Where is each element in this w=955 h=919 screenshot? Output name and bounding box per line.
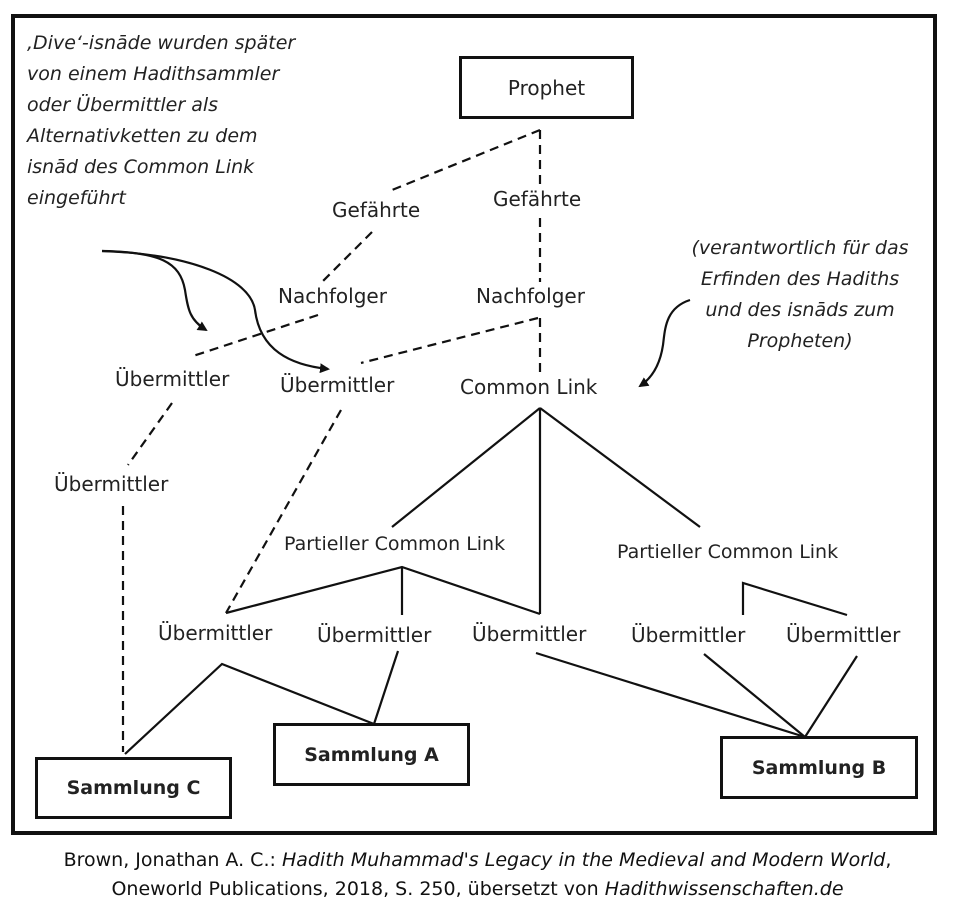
caption-book-title: Hadith Muhammad's Legacy in the Medieval…: [281, 849, 886, 871]
edge-transmitter-transmitter-left: [127, 402, 173, 466]
edge-row0-collections: [124, 662, 375, 755]
note-line: eingeführt: [27, 187, 126, 209]
partial-common-link-left-label: Partieller Common Link: [284, 533, 506, 555]
edge-prophet-companion-left: [391, 128, 541, 192]
transmitter-left-upper-label: Übermittler: [280, 373, 395, 397]
source-caption: Brown, Jonathan A. C.: Hadith Muhammad's…: [0, 846, 955, 904]
transmitter-far-left-upper-label: Übermittler: [115, 367, 230, 391]
prophet-label: Prophet: [507, 75, 586, 100]
note-line: (verantwortlich für das: [691, 237, 909, 259]
note-line: oder Übermittler als: [27, 94, 219, 116]
note-line: Propheten): [747, 330, 853, 352]
collection-c-label: Sammlung C: [66, 777, 201, 799]
caption-website: Hadithwissenschaften.de: [604, 878, 844, 900]
transmitter-row-4-label: Übermittler: [786, 623, 901, 647]
collection-c-node: Sammlung C: [35, 757, 232, 819]
edge-successor-center-transmitter: [360, 316, 539, 365]
edge-transmitter-upper-to-row0: [225, 409, 342, 614]
partial-common-link-right-label: Partieller Common Link: [617, 541, 839, 563]
successor-center-label: Nachfolger: [476, 284, 585, 308]
edge-row2-collection-b: [535, 651, 806, 739]
caption-punct: ,: [885, 849, 892, 871]
arrow-dive-to-transmitter-left: [101, 249, 330, 374]
edge-partial-right-row3-row4: [741, 581, 848, 617]
edge-partial-left-row0-row2: [225, 565, 541, 616]
transmitter-row-0-label: Übermittler: [158, 621, 273, 645]
note-line: Alternativketten zu dem: [27, 125, 258, 147]
edge-cl-partial-left: [391, 407, 541, 528]
companion-center-label: Gefährte: [493, 187, 582, 211]
dive-isnad-note: ,Dive‘-isnāde wurden später von einem Ha…: [27, 28, 295, 214]
note-line: ,Dive‘-isnāde wurden später: [27, 32, 296, 54]
transmitter-far-left-lower-label: Übermittler: [54, 472, 169, 496]
caption-line-2: Oneworld Publications, 2018, S. 250, übe…: [0, 875, 955, 904]
note-line: Erfinden des Hadiths: [700, 268, 900, 290]
transmitter-row-3-label: Übermittler: [631, 623, 746, 647]
collection-a-label: Sammlung A: [304, 743, 439, 766]
collection-b-label: Sammlung B: [751, 756, 887, 779]
prophet-node: Prophet: [459, 56, 634, 119]
common-link-label: Common Link: [460, 375, 598, 399]
caption-author: Brown, Jonathan A. C.:: [63, 849, 282, 871]
arrow-note-to-common-link: [638, 298, 691, 388]
successor-left-label: Nachfolger: [278, 284, 387, 308]
companion-left-label: Gefährte: [332, 198, 421, 222]
edge-row1-collection-a: [372, 650, 400, 725]
edge-cl-partial-right: [539, 407, 701, 528]
common-link-note: (verantwortlich für das Erfinden des Had…: [680, 233, 920, 357]
transmitter-row-1-label: Übermittler: [317, 623, 432, 647]
note-line: von einem Hadithsammler: [27, 63, 280, 85]
note-line: und des isnāds zum: [705, 299, 895, 321]
edge-companion-left-successor-left: [321, 231, 373, 283]
collection-b-node: Sammlung B: [720, 736, 918, 799]
edge-successor-left-transmitter: [189, 313, 319, 359]
caption-line-1: Brown, Jonathan A. C.: Hadith Muhammad's…: [0, 846, 955, 875]
edge-row4-collection-b: [804, 655, 858, 738]
diagram-frame: [11, 14, 937, 835]
note-line: isnād des Common Link: [27, 156, 255, 178]
edge-row3-collection-b: [703, 653, 806, 738]
transmitter-row-2-label: Übermittler: [472, 622, 587, 646]
caption-publisher: Oneworld Publications, 2018, S. 250, übe…: [111, 878, 605, 900]
collection-a-node: Sammlung A: [273, 723, 470, 786]
